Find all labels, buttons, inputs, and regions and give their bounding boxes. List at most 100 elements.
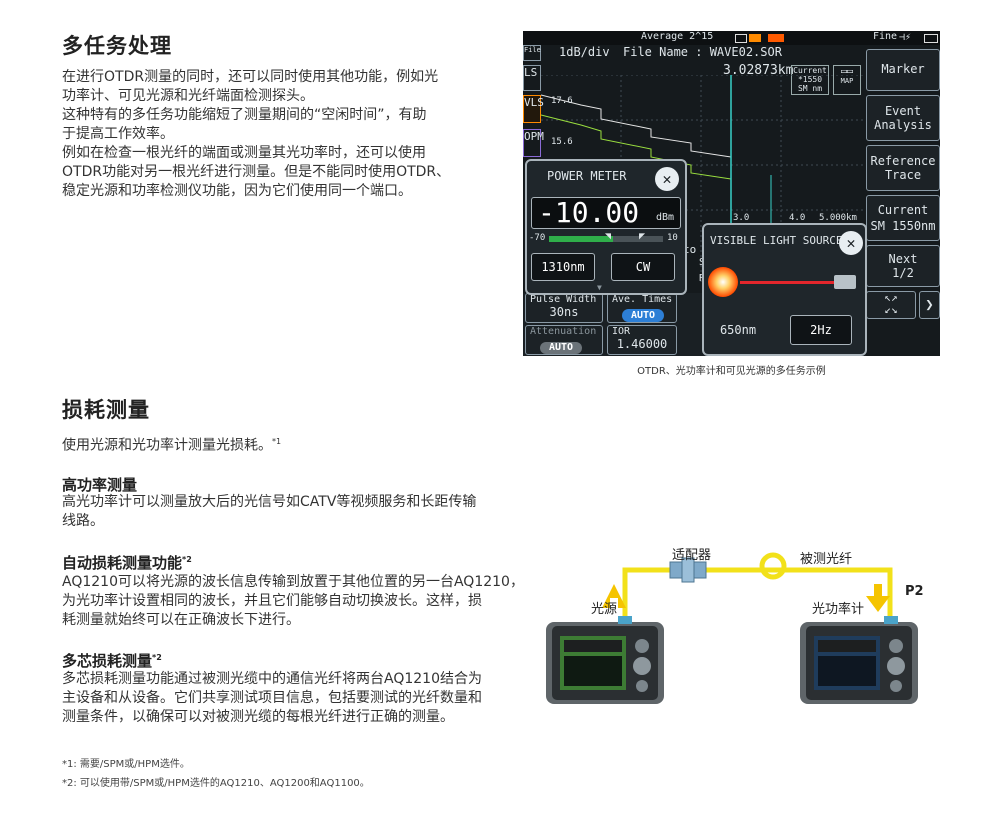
pm-wavelength-button[interactable]: 1310nm (531, 253, 595, 281)
menu-label: Next (888, 252, 918, 266)
expand-button[interactable]: ❯ (919, 291, 940, 319)
loss-measurement-diagram (546, 552, 918, 704)
y-label: 17.6 (551, 96, 573, 106)
menu-current-wavelength-button[interactable]: Current SM 1550nm (866, 195, 940, 241)
multicore-title-text: 多芯损耗测量 (62, 652, 153, 670)
power-unit: dBm (656, 212, 675, 223)
status-bar: Average 2^15 Fine ⊣⚡ (523, 31, 940, 45)
menu-label: 1/2 (892, 266, 914, 280)
vls-wavelength-label: 650nm (719, 323, 757, 337)
fiber-coil-icon (759, 552, 787, 580)
ave-times-auto-badge: AUTO (622, 309, 664, 322)
port-label: P2 (905, 584, 924, 599)
paragraph-line: 耗测量就始终可以在正确波长下进行。 (62, 612, 300, 628)
connection-icon: ⊣⚡ (899, 32, 912, 43)
zoom-icon: ↖↗↙↘ (884, 291, 898, 316)
wavelength-value: *1550 (797, 75, 823, 84)
power-meter-title: POWER METER (547, 169, 627, 183)
power-meter-device (800, 616, 918, 704)
attenuation-auto-badge: AUTO (540, 342, 582, 354)
y-label: 15.6 (551, 137, 573, 147)
paragraph-line: 例如在检查一根光纤的端面或测量其光功率时，还可以使用 (62, 145, 426, 161)
map-label: MAP (840, 77, 854, 85)
paragraph-line: 线路。 (62, 513, 104, 529)
power-readout: -10.00 dBm (531, 196, 681, 229)
scale-min-label: -70 (529, 233, 546, 243)
scale-label: 1dB/div (559, 45, 610, 59)
loss-intro: 使用光源和光功率计测量光损耗。*1 (62, 432, 281, 456)
chevron-right-icon: ❯ (925, 297, 934, 313)
attenuation-field[interactable]: Attenuation AUTO (525, 325, 603, 355)
power-level-fill (549, 236, 613, 242)
map-icon: ▭▭ (840, 66, 854, 77)
paragraph-line: 主设备和从设备。它们共享测试项目信息，包括要测试的光纤数量和 (62, 690, 482, 706)
menu-label: SM 1550nm (870, 219, 936, 233)
menu-reference-trace-button[interactable]: Reference Trace (866, 145, 940, 191)
otdr-screenshot: Average 2^15 Fine ⊣⚡ File 1dB/div File N… (523, 31, 940, 356)
ior-field[interactable]: IOR 1.46000 (607, 325, 677, 355)
paragraph-line: 高光功率计可以测量放大后的光信号如CATV等视频服务和长距传输 (62, 494, 477, 510)
loss-intro-text: 使用光源和光功率计测量光损耗。 (62, 437, 272, 454)
folder-icon (735, 34, 747, 43)
paragraph-line: 功率计、可见光源和光纤端面检测探头。 (62, 88, 314, 104)
pm-mode-button[interactable]: CW (611, 253, 675, 281)
paragraph-line: 为光功率计设置相同的波长，并且它们能够自动切换波长。这样，损 (62, 593, 482, 609)
vls-title: VISIBLE LIGHT SOURCE (710, 234, 843, 247)
menu-label: Current (877, 203, 929, 217)
auto-loss-title: 自动损耗测量功能*2 (62, 552, 192, 573)
attenuation-label: Attenuation (530, 326, 597, 337)
footnote-ref: *1 (272, 437, 282, 446)
current-label: Current (793, 66, 827, 75)
fiber-under-test-label: 被测光纤 (800, 552, 853, 567)
connector-icon (834, 275, 856, 289)
paragraph-line: 于提高工作效率。 (62, 126, 174, 142)
screenshot-caption: OTDR、光功率计和可见光源的多任务示例 (637, 366, 826, 377)
auto-loss-title-text: 自动损耗测量功能 (62, 554, 183, 572)
section-title-loss: 损耗测量 (62, 398, 150, 422)
footnote-2: *2: 可以使用带/SPM或/HPM选件的AQ1210、AQ1200和AQ110… (62, 778, 370, 789)
power-meter-panel: POWER METER ✕ -10.00 dBm -70 ◥ ◤ 10 1310… (525, 159, 687, 295)
paragraph-line: 测量条件，以确保可以对被测光缆的每根光纤进行正确的测量。 (62, 709, 454, 725)
tab-vls[interactable]: VLS (523, 95, 544, 123)
average-label: Average 2^15 (641, 31, 714, 42)
menu-label: Trace (884, 168, 922, 182)
adapter-label: 适配器 (672, 548, 712, 563)
scroll-down-icon: ▼ (597, 283, 602, 292)
footnote-1: *1: 需要/SPM或/HPM选件。 (62, 759, 190, 770)
map-button[interactable]: ▭▭ MAP (833, 65, 861, 95)
pulse-width-value: 30ns (549, 305, 579, 319)
battery-warning-icon (749, 34, 761, 42)
menu-label: Marker (881, 62, 925, 76)
level-marker-icon: ◥ (605, 231, 612, 242)
footnote-ref: *2 (152, 653, 162, 662)
menu-label: Analysis (874, 118, 932, 132)
x-label: 5.000km (819, 213, 857, 223)
pulse-width-field[interactable]: Pulse Width 30ns (525, 293, 603, 323)
menu-label: Event (884, 104, 922, 118)
vls-close-button[interactable]: ✕ (839, 231, 863, 255)
scale-max-label: 10 (667, 233, 678, 243)
menu-next-page-button[interactable]: Next 1/2 (866, 245, 940, 287)
vls-panel: VISIBLE LIGHT SOURCE ✕ 650nm 2Hz (702, 223, 867, 356)
file-icon[interactable]: File (523, 45, 541, 61)
multitask-paragraph: 在进行OTDR测量的同时，还可以同时使用其他功能，例如光 功率计、可见光源和光纤… (62, 68, 502, 201)
menu-marker-button[interactable]: Marker (866, 49, 940, 91)
up-arrow-icon (602, 584, 626, 608)
battery-icon (924, 34, 938, 43)
high-power-paragraph: 高光功率计可以测量放大后的光信号如CATV等视频服务和长距传输 线路。 (62, 493, 522, 531)
power-meter-close-button[interactable]: ✕ (655, 167, 679, 191)
paragraph-line: 稳定光源和功率检测仪功能，因为它们使用同一个端口。 (62, 183, 412, 199)
tab-opm[interactable]: OPM (523, 129, 544, 157)
vls-frequency-button[interactable]: 2Hz (790, 315, 852, 345)
zoom-button[interactable]: ↖↗↙↘ (866, 291, 916, 319)
multicore-title: 多芯损耗测量*2 (62, 650, 162, 671)
multicore-paragraph: 多芯损耗测量功能通过被测光缆中的通信光纤将两台AQ1210结合为 主设备和从设备… (62, 670, 532, 727)
ave-times-field[interactable]: Ave. Times AUTO (607, 293, 677, 323)
paragraph-line: OTDR功能对另一根光纤进行测量。但是不能同时使用OTDR、 (62, 164, 451, 180)
fiber-line (622, 567, 893, 620)
tab-ls[interactable]: LS (523, 65, 541, 91)
cursor-distance: 3.02873km (723, 63, 794, 78)
paragraph-line: 这种特有的多任务功能缩短了测量期间的“空闲时间”，有助 (62, 107, 427, 123)
menu-event-analysis-button[interactable]: Event Analysis (866, 95, 940, 141)
pulse-width-label: Pulse Width (530, 294, 597, 305)
